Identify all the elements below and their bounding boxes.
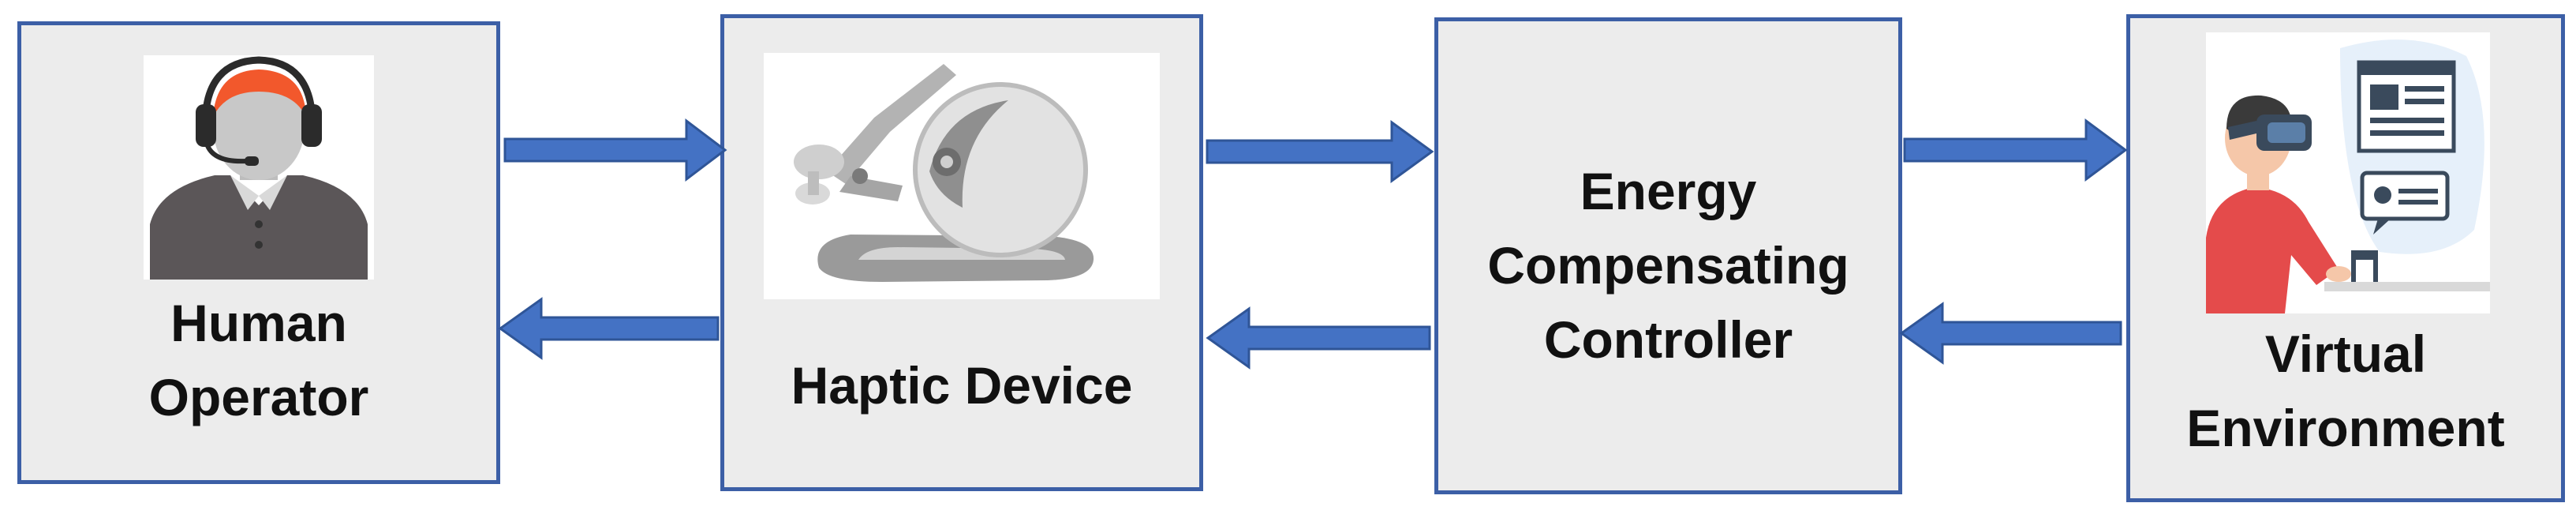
arrow-controller-to-haptic [1206, 306, 1431, 370]
arrow-operator-to-haptic [503, 118, 727, 182]
haptic-device-image [764, 53, 1160, 299]
haptic-device-block: Haptic Device [720, 14, 1203, 491]
headset-operator-icon [144, 55, 374, 280]
haptic-device-label: Haptic Device [791, 356, 1133, 415]
human-operator-block: Human Operator [17, 21, 500, 484]
arrow-controller-to-ve [1903, 118, 2128, 182]
vr-user-icon [2206, 32, 2490, 313]
virtual-environment-block: Virtual Environment [2126, 14, 2565, 502]
arrow-ve-to-controller [1899, 302, 2122, 365]
controller-block: Energy Compensating Controller [1434, 17, 1902, 494]
controller-label: Energy Compensating Controller [1487, 162, 1849, 369]
arrow-haptic-to-operator [498, 297, 720, 360]
virtual-environment-label: Virtual Environment [2186, 325, 2505, 457]
human-operator-label: Human Operator [148, 294, 369, 426]
arrow-haptic-to-controller [1206, 120, 1434, 183]
